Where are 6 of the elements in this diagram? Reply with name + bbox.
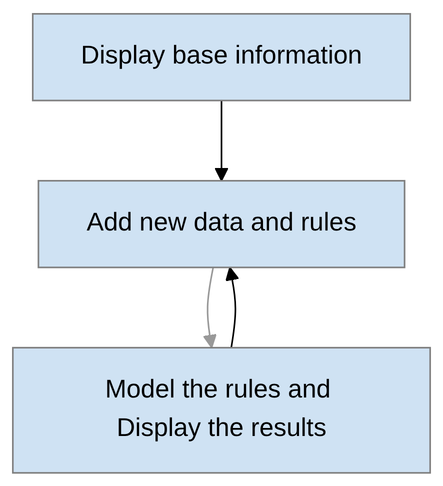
arrow [214,100,229,182]
node-box: Model the rules and Display the results [12,346,431,474]
arrow [225,266,240,348]
node-box: Add new data and rules [38,180,406,268]
node-box: Display base information [32,12,412,101]
arrow [202,266,217,348]
